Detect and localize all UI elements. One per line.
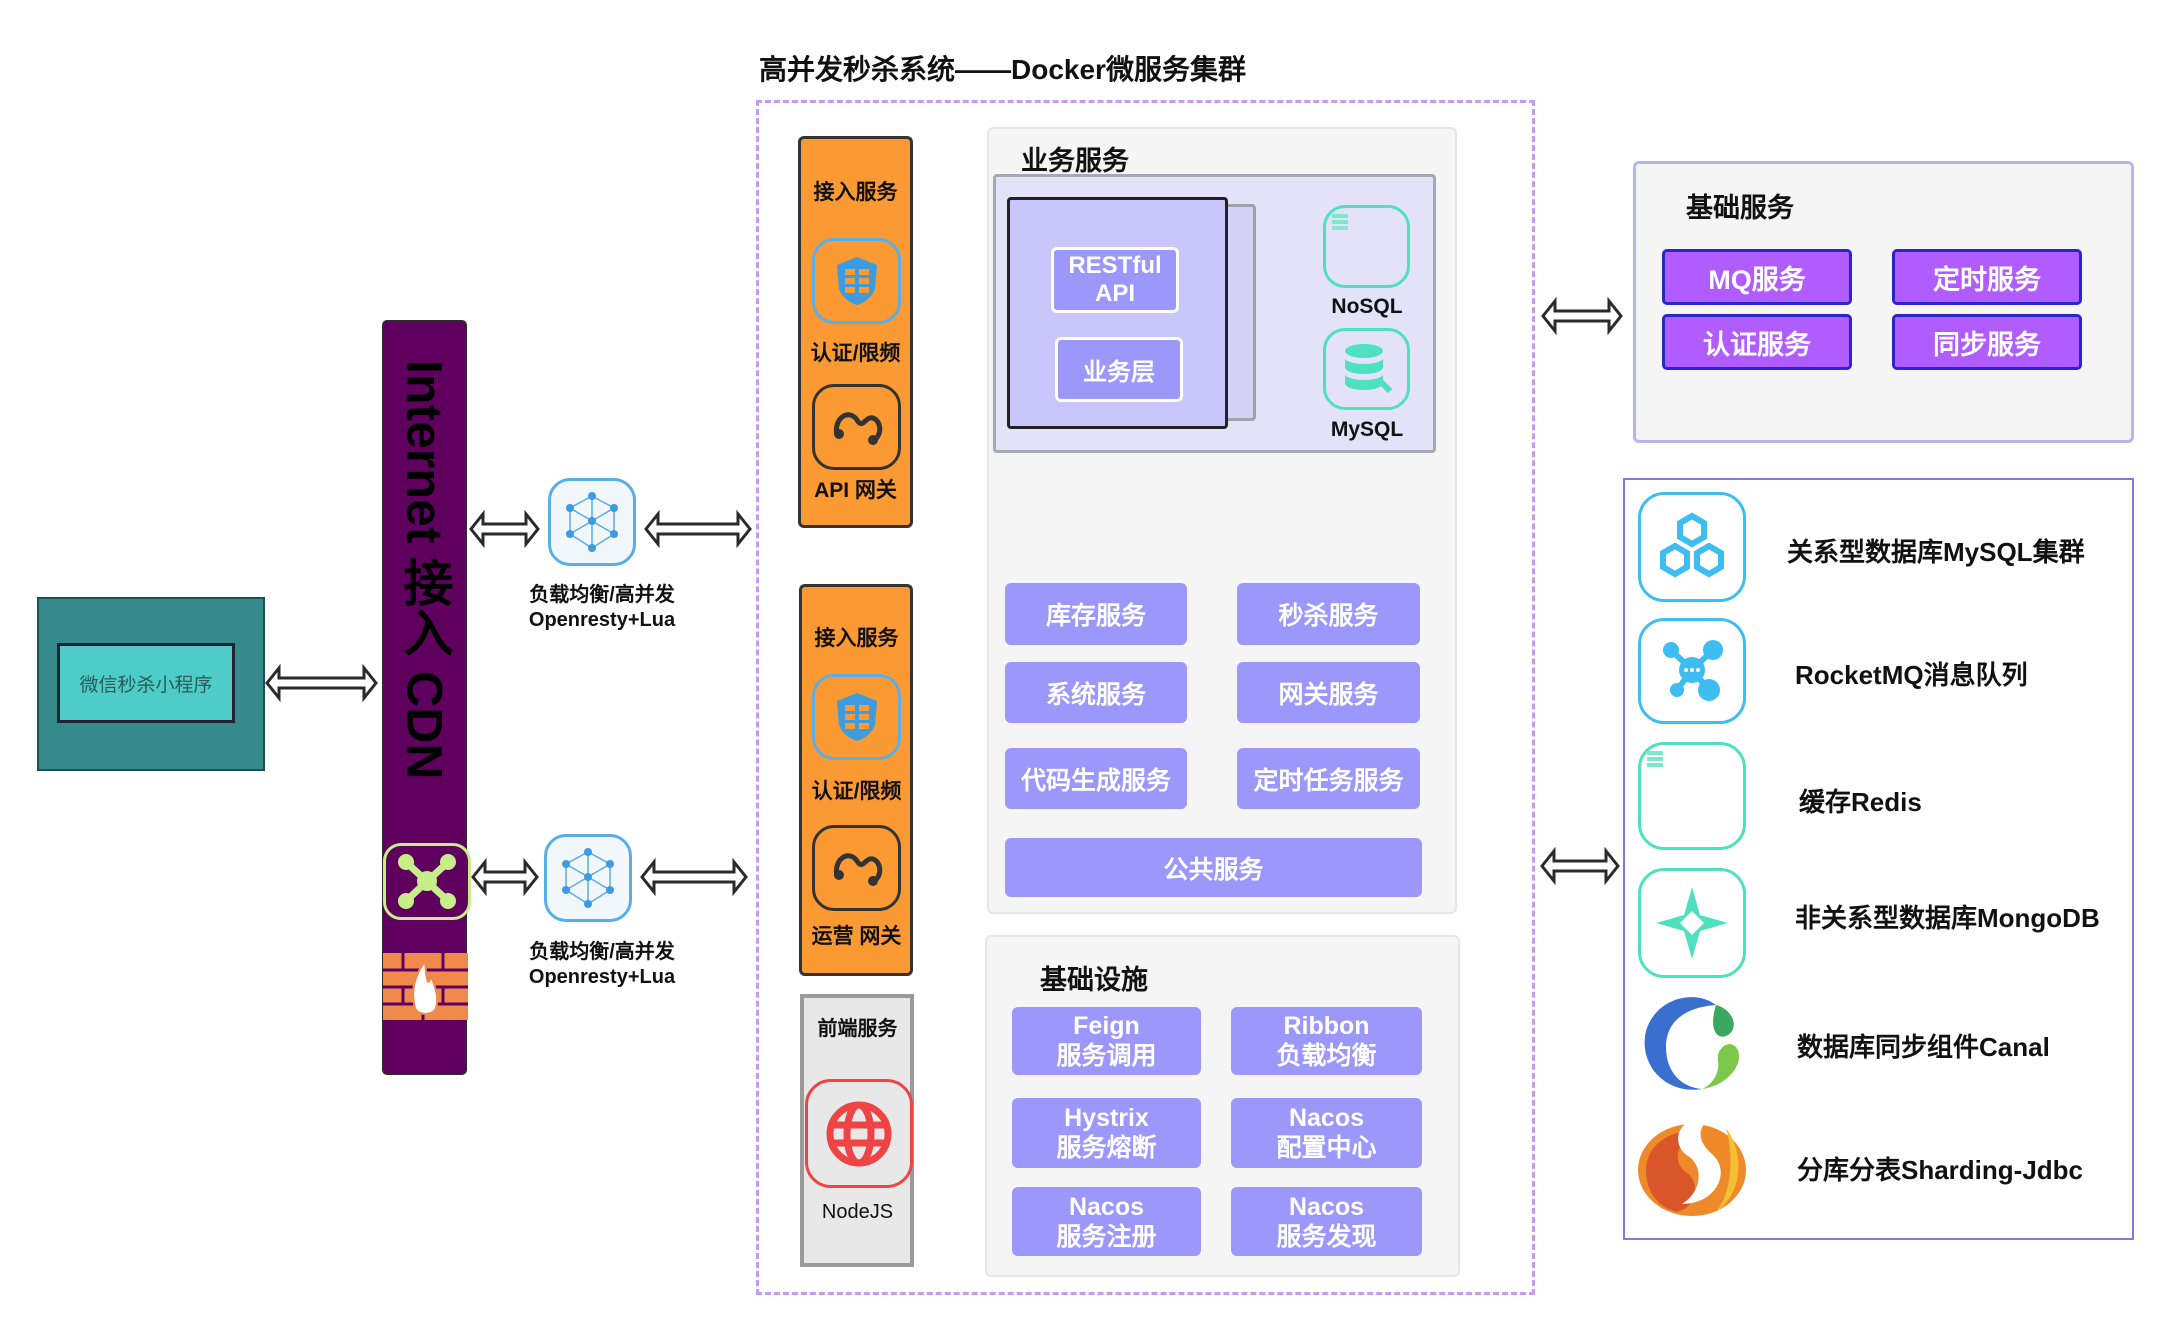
infra-name: Hystrix [1064,1104,1149,1132]
message-queue-icon [1638,618,1746,724]
arrow-shape [469,509,540,549]
api-gateway-label: API 网关 [814,479,897,502]
tech-label-mongodb: 非关系型数据库MongoDB [1795,903,2100,933]
scheduled-service-button[interactable]: 定时服务 [1892,249,2082,305]
infra-sub: 配置中心 [1276,1134,1377,1162]
inventory-service-button[interactable]: 库存服务 [1005,583,1187,645]
gateway-icon [812,384,901,470]
double-arrow-lb2-access [640,857,748,897]
docker-cluster-boundary [756,100,1535,1295]
mq-service-button[interactable]: MQ服务 [1662,249,1852,305]
business-services-title: 业务服务 [1021,146,1129,176]
globe-icon [805,1079,913,1188]
arrow-shape [644,509,752,549]
double-arrow-cluster-base [1541,296,1623,336]
arrow-shape [640,857,748,897]
auth-service-button[interactable]: 认证服务 [1662,314,1852,370]
shield-icon [812,238,901,324]
wechat-miniprogram-node[interactable]: 微信秒杀小程序 [57,643,235,723]
nodejs-label: NodeJS [821,1201,894,1223]
mongodb-icon [1638,868,1746,978]
base-services-title: 基础服务 [1686,193,1794,223]
infra-name: Feign [1073,1012,1140,1040]
cdn-label: Internet 接入 CDN [396,360,453,780]
infra-name: Nacos [1288,1104,1365,1132]
double-arrow-cdn-lb2 [471,857,539,897]
tech-label-rocketmq: RocketMQ消息队列 [1795,660,2028,690]
redis-icon [1638,742,1746,850]
seckill-service-button[interactable]: 秒杀服务 [1237,583,1420,645]
auth-rate-limit-label: 认证/限频 [810,342,901,365]
infrastructure-title: 基础设施 [1040,965,1148,995]
load-balancer-label: 负载均衡/高并发 Openresty+Lua [512,583,692,633]
gateway-icon [812,825,901,911]
infra-sub: 负载均衡 [1276,1042,1377,1070]
load-balancer-label: 负载均衡/高并发 Openresty+Lua [512,940,692,990]
arrow-shape [1541,296,1623,336]
diagram-title: 高并发秒杀系统——Docker微服务集群 [759,54,1246,85]
cdn-bar [382,320,467,1075]
ops-gateway-label: 运营 网关 [811,925,902,948]
infra-sub: 服务发现 [1276,1222,1377,1251]
load-balancer-icon [544,834,632,922]
tech-label-redis: 缓存Redis [1799,787,1922,817]
double-arrow-client-cdn [265,663,378,703]
arrow-shape [471,857,539,897]
canal-logo-icon [1636,991,1748,1097]
hexagons-icon [1638,492,1746,602]
access-service-header: 接入服务 [813,181,898,204]
load-balancer-icon [548,478,636,566]
sync-service-button[interactable]: 同步服务 [1892,314,2082,370]
infra-name: Nacos [1288,1192,1365,1221]
double-arrow-lb1-access [644,509,752,549]
access-service-header: 接入服务 [814,627,899,650]
common-service-button[interactable]: 公共服务 [1005,838,1422,897]
infra-sub: 服务注册 [1056,1222,1157,1251]
codegen-service-button[interactable]: 代码生成服务 [1005,748,1187,809]
nosql-icon [1323,205,1410,288]
restful-api-box[interactable]: RESTful API [1051,247,1179,313]
lb-label-line2: Openresty+Lua [528,609,676,631]
double-arrow-cluster-tech [1540,846,1620,886]
lb-label-line2: Openresty+Lua [528,966,676,988]
auth-rate-limit-label: 认证/限频 [811,780,902,803]
tech-label-sharding-jdbc: 分库分表Sharding-Jdbc [1797,1155,2084,1185]
arrow-shape [1540,846,1620,886]
infra-sub: 服务熔断 [1056,1134,1157,1162]
system-service-button[interactable]: 系统服务 [1005,662,1187,723]
mysql-label: MySQL [1330,418,1404,441]
tech-label-canal: 数据库同步组件Canal [1797,1032,2050,1062]
scheduled-task-service-button[interactable]: 定时任务服务 [1237,748,1420,809]
lb-label-line1: 负载均衡/高并发 [529,584,675,606]
infra-name: Ribbon [1283,1012,1370,1040]
firewall-icon [383,953,468,1020]
api-label: API [1094,280,1135,307]
gateway-service-button[interactable]: 网关服务 [1237,662,1420,723]
lb-label-line1: 负载均衡/高并发 [529,941,675,963]
tech-label-mysql-cluster: 关系型数据库MySQL集群 [1787,537,2085,567]
nosql-label: NoSQL [1331,295,1403,318]
sharding-logo-icon [1636,1112,1748,1218]
business-layer-box[interactable]: 业务层 [1055,337,1183,402]
hub-icon [383,843,471,920]
arrow-shape [265,663,378,703]
mysql-database-icon [1323,328,1410,410]
infra-sub: 服务调用 [1056,1042,1157,1070]
double-arrow-cdn-lb1 [469,509,540,549]
frontend-service-header: 前端服务 [817,1018,898,1040]
restful-label: RESTful [1068,252,1162,279]
tech-stack-panel [1623,478,2134,1240]
infra-name: Nacos [1068,1192,1145,1221]
shield-icon [812,674,901,760]
